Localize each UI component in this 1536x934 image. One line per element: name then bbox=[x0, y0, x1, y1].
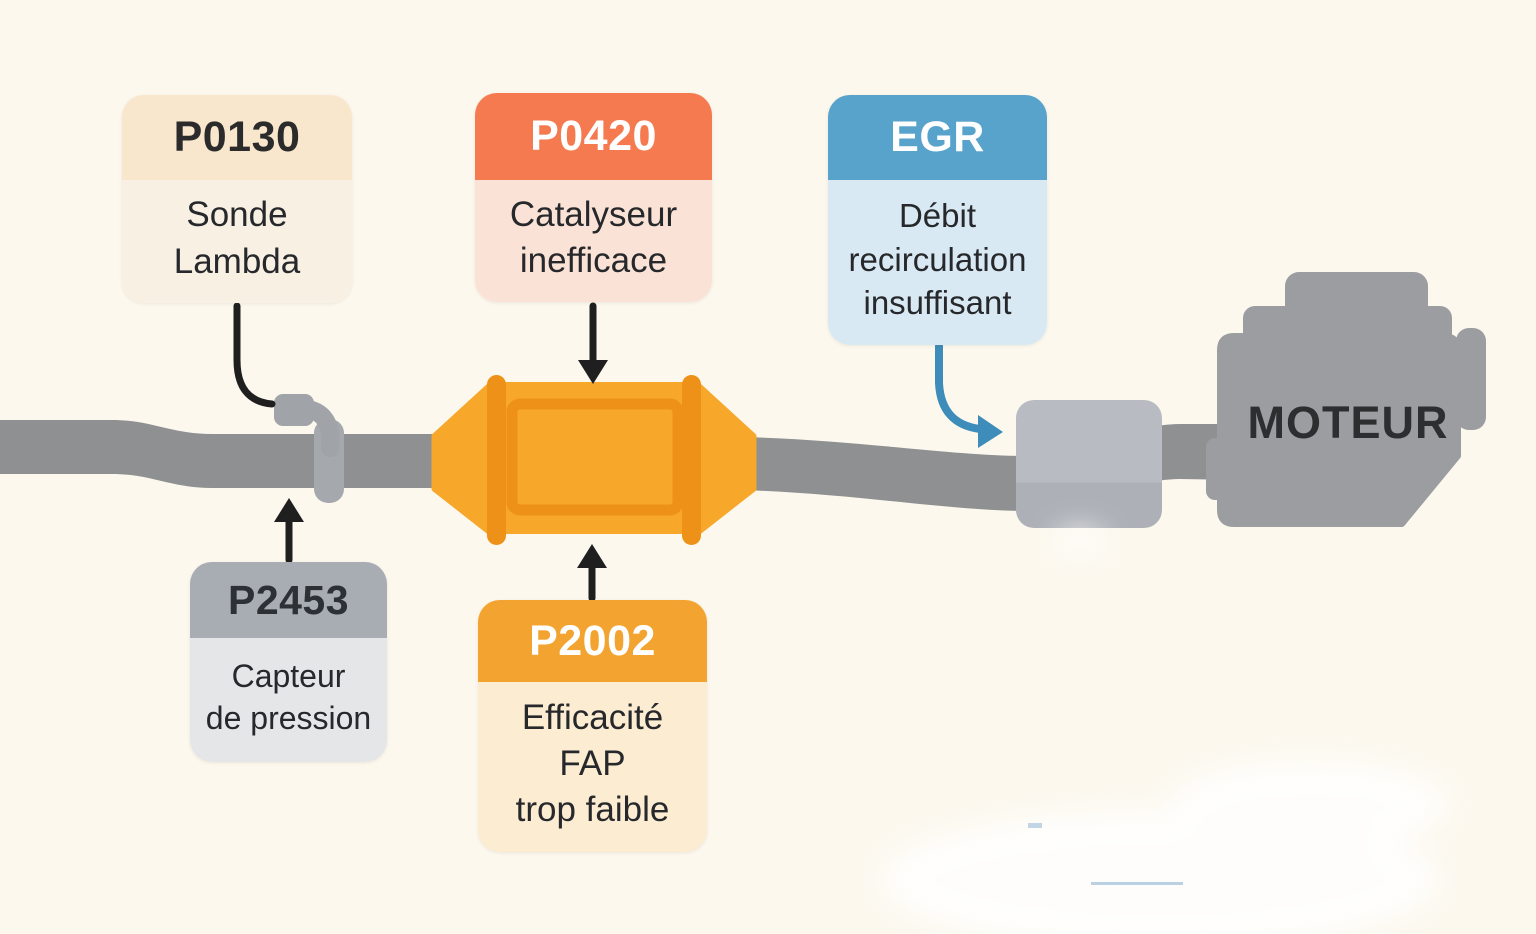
catalytic-band-left bbox=[487, 375, 506, 545]
dtc-card-egr: EGR Débit recirculation insuffisant bbox=[828, 95, 1047, 345]
dtc-card-p0130: P0130 Sonde Lambda bbox=[122, 95, 352, 303]
p2002-arrowhead bbox=[577, 544, 607, 568]
dtc-desc-text: Sonde Lambda bbox=[173, 195, 301, 281]
background-artifacts bbox=[880, 530, 1450, 934]
p2002-arrow bbox=[577, 544, 607, 602]
dtc-code-p0420: P0420 bbox=[475, 93, 712, 180]
dtc-code-p2002: P2002 bbox=[478, 600, 707, 682]
engine-block: MOTEUR bbox=[1206, 272, 1486, 527]
dtc-desc-text: Capteur de pression bbox=[205, 657, 372, 736]
dtc-code-p2453: P2453 bbox=[190, 562, 387, 638]
dtc-desc-egr: Débit recirculation insuffisant bbox=[828, 180, 1047, 345]
dtc-desc-p0420: Catalyseur inefficace bbox=[475, 180, 712, 302]
p0420-arrowhead bbox=[578, 360, 608, 384]
lambda-sensor bbox=[274, 394, 344, 503]
catalytic-cone-right bbox=[691, 378, 757, 539]
engine-label: MOTEUR bbox=[1248, 397, 1449, 448]
dtc-code-egr: EGR bbox=[828, 95, 1047, 180]
catalytic-cone-left bbox=[431, 378, 497, 539]
dtc-desc-p2002: Efficacité FAP trop faible bbox=[478, 682, 707, 852]
catalytic-inner-frame bbox=[506, 398, 684, 516]
dtc-desc-p2453: Capteur de pression bbox=[190, 638, 387, 762]
dtc-code-text: P2002 bbox=[529, 616, 656, 665]
dtc-card-p0420: P0420 Catalyseur inefficace bbox=[475, 93, 712, 302]
dtc-code-p0130: P0130 bbox=[122, 95, 352, 180]
exhaust-pipe-left bbox=[0, 420, 470, 488]
dtc-desc-text: Efficacité FAP trop faible bbox=[515, 697, 670, 830]
p2453-arrowhead bbox=[274, 498, 304, 522]
catalytic-band-right bbox=[682, 375, 701, 545]
egr-arrow bbox=[935, 342, 1003, 448]
egr-arrowhead bbox=[978, 415, 1003, 448]
dtc-card-p2453: P2453 Capteur de pression bbox=[190, 562, 387, 762]
dtc-desc-p0130: Sonde Lambda bbox=[122, 180, 352, 303]
dtc-code-text: EGR bbox=[890, 113, 985, 161]
egr-valve bbox=[1016, 400, 1162, 528]
p2453-arrow bbox=[274, 498, 304, 564]
engine-knob bbox=[1456, 328, 1486, 430]
engine-main-body bbox=[1217, 333, 1461, 527]
dtc-code-text: P2453 bbox=[227, 576, 350, 623]
lambda-sensor-body bbox=[274, 394, 314, 426]
dtc-desc-text: Catalyseur inefficace bbox=[509, 194, 678, 280]
artifact-blue-line bbox=[1091, 882, 1183, 885]
p0420-arrow bbox=[578, 302, 608, 384]
dtc-code-text: P0420 bbox=[530, 112, 657, 160]
catalytic-converter bbox=[431, 375, 757, 545]
p0130-connector-line bbox=[233, 302, 276, 408]
dtc-code-text: P0130 bbox=[173, 113, 301, 161]
dtc-desc-text: Débit recirculation insuffisant bbox=[848, 197, 1027, 322]
dtc-card-p2002: P2002 Efficacité FAP trop faible bbox=[478, 600, 707, 852]
artifact-blue-dash bbox=[1028, 823, 1042, 828]
